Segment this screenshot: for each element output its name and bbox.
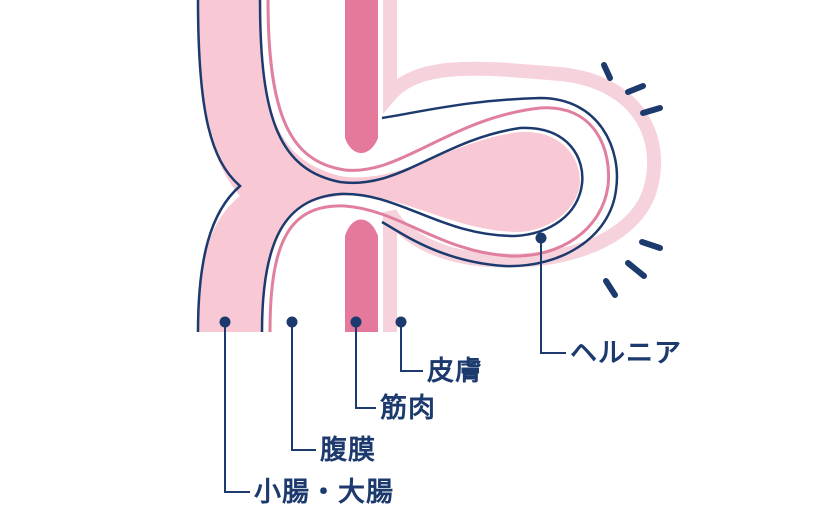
leader-hernia [540, 238, 566, 354]
intestine-outline-left [196, 0, 242, 333]
skin-layer [383, 0, 661, 332]
label-muscle: 筋肉 [380, 393, 436, 424]
leader-peritoneum [291, 322, 316, 451]
label-intestine: 小腸・大腸 [254, 477, 394, 508]
peritoneum-layer [266, 0, 611, 333]
label-peritoneum: 腹膜 [320, 435, 376, 466]
leader-muscle [355, 322, 376, 409]
dot-intestine [219, 316, 231, 328]
intestine-outline-right [258, 0, 584, 333]
leader-skin [400, 322, 423, 372]
leader-intestine [224, 322, 250, 493]
emphasis-lines [601, 62, 663, 298]
muscle-layer [345, 0, 378, 332]
dot-hernia [535, 232, 547, 244]
leader-lines [224, 238, 566, 493]
dot-muscle [350, 316, 362, 328]
dot-peritoneum [286, 316, 298, 328]
intestine-layer [196, 0, 584, 333]
leader-dots [219, 232, 547, 328]
label-hernia: ヘルニア [570, 338, 682, 369]
dot-skin [395, 316, 407, 328]
body-wall-outline [381, 96, 619, 268]
label-skin: 皮膚 [427, 356, 483, 387]
